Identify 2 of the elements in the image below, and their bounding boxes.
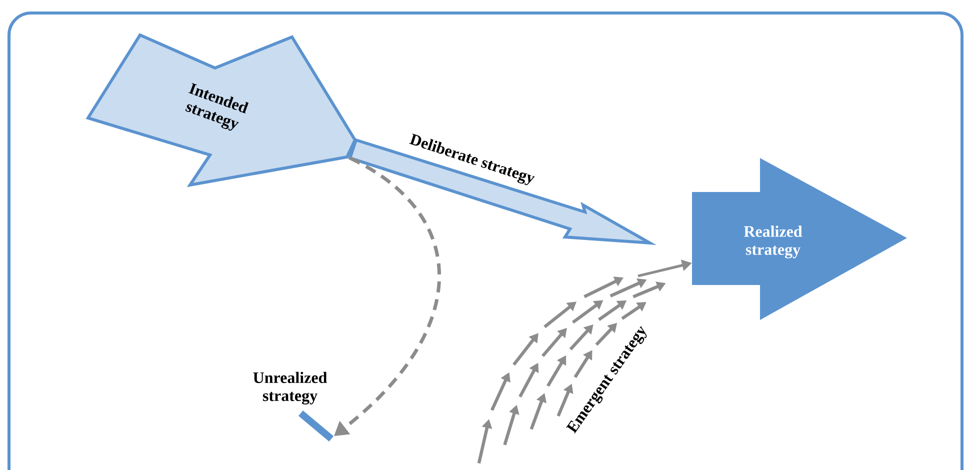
bar-marker [298,410,334,442]
beside-label: Unrealized strategy [253,372,328,404]
